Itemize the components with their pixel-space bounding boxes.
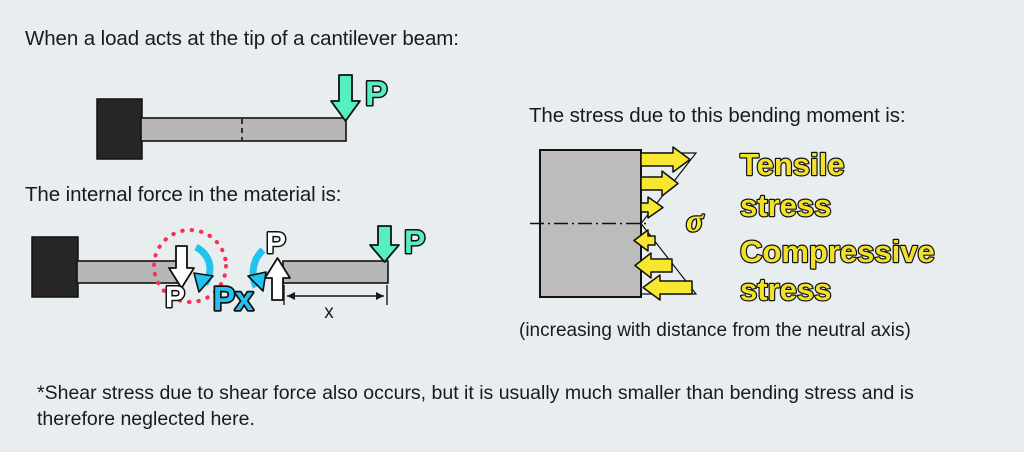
footnote-text: *Shear stress due to shear force also oc…: [37, 382, 914, 430]
dimension-arrowhead-left: [287, 292, 295, 300]
tensile-stress-label-line1: Tensile: [740, 147, 845, 182]
moment-arrow-left-head: [193, 272, 214, 293]
tensile-arrow-1: [640, 146, 691, 173]
moment-arrow-right-head: [247, 271, 267, 292]
compressive-arrow-1: [633, 229, 656, 252]
heading-intro: When a load acts at the tip of a cantile…: [25, 27, 459, 50]
dimension-arrowhead-right: [376, 292, 384, 300]
heading-internal-force: The internal force in the material is:: [25, 183, 342, 206]
tensile-stress-label-line2: stress: [740, 188, 831, 223]
cut-section-circle: [152, 228, 228, 304]
compressive-stress-label-line2: stress: [740, 272, 831, 307]
internal-shear-label-left: P: [165, 281, 185, 314]
tensile-arrow-2: [640, 170, 679, 197]
compressive-stress-label-line1: Compressive: [740, 234, 935, 269]
tip-load-arrow-2: [369, 225, 400, 263]
moment-label: Px: [213, 280, 254, 317]
internal-shear-label-right: P: [266, 227, 286, 260]
compressive-arrow-3: [642, 274, 693, 301]
heading-stress: The stress due to this bending moment is…: [529, 104, 906, 127]
tip-load-label: P: [365, 75, 388, 113]
internal-shear-arrow-left: [168, 245, 195, 289]
tensile-arrow-3: [640, 196, 664, 219]
sigma-label: σ: [686, 202, 704, 238]
tip-load-label-2: P: [404, 224, 425, 260]
tip-load-arrow: [330, 74, 361, 122]
beam-body: [140, 117, 347, 142]
compressive-arrow-2: [634, 252, 673, 279]
stress-caption: (increasing with distance from the neutr…: [519, 320, 911, 341]
internal-shear-arrow-right: [264, 257, 291, 301]
dimension-label: x: [324, 302, 334, 323]
